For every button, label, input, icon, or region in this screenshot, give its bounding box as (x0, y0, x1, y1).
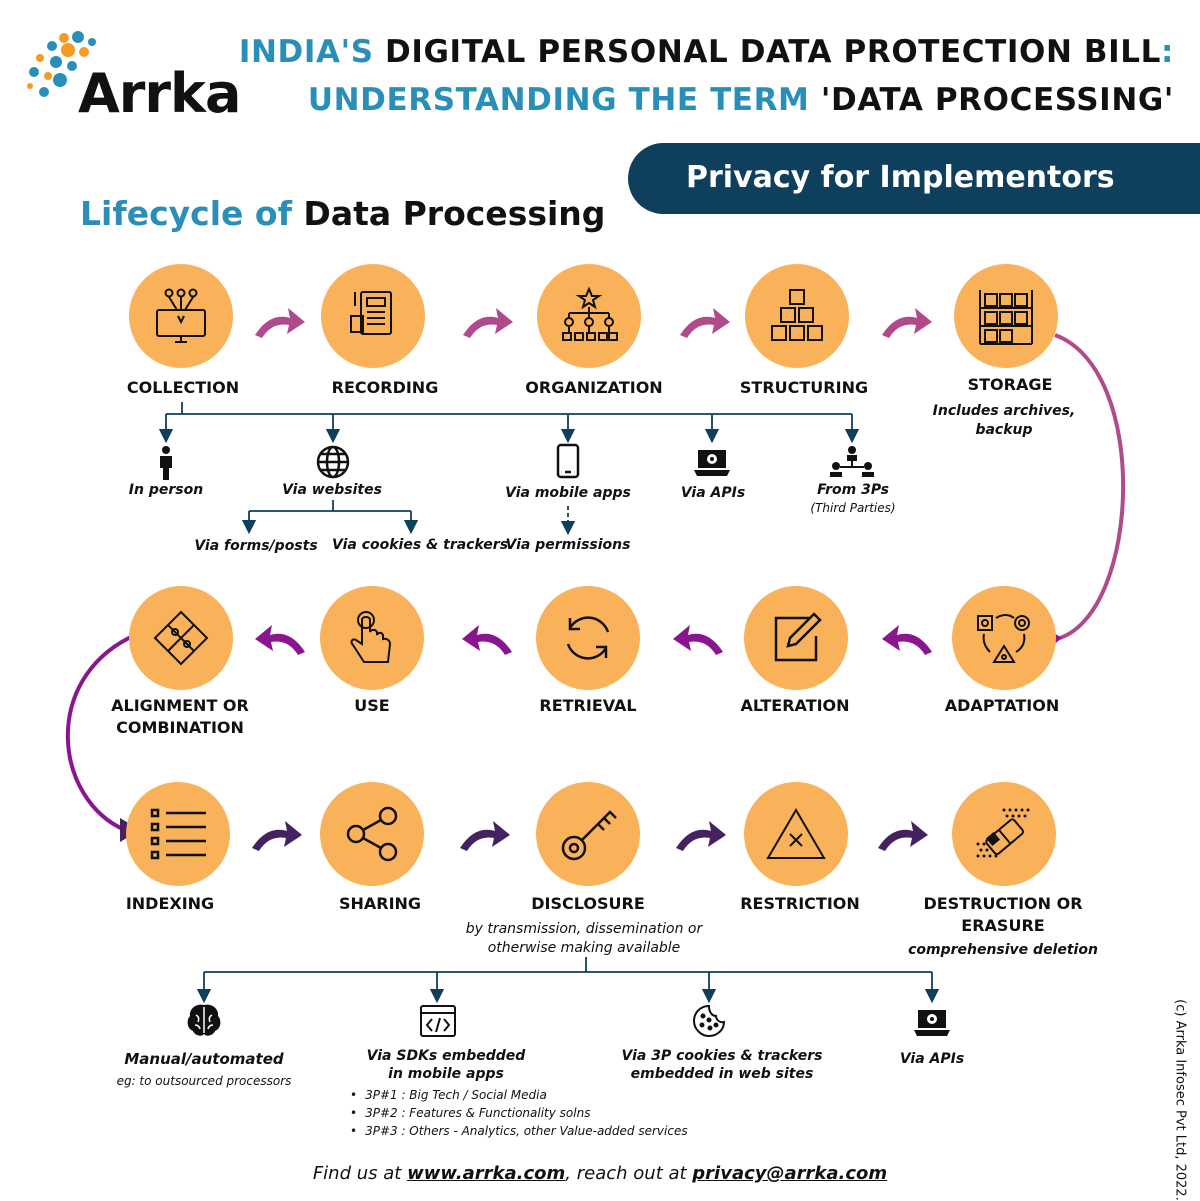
cookie-icon (692, 1004, 726, 1038)
sdk-list-item: 3P#2 : Features & Functionality solns (350, 1104, 688, 1122)
key-icon (561, 810, 617, 861)
label-adaptation: ADAPTATION (944, 696, 1060, 715)
email-link[interactable]: privacy@arrka.com (692, 1163, 888, 1184)
label-disclosure: DISCLOSURE (531, 894, 645, 913)
stage-destruction (952, 782, 1056, 886)
label-alteration: ALTERATION (740, 696, 850, 715)
footer: Find us at www.arrka.com, reach out at p… (312, 1163, 888, 1184)
sdk-list: 3P#1 : Big Tech / Social Media 3P#2 : Fe… (350, 1086, 688, 1140)
disclosure-apis: Via APIs (899, 1051, 965, 1067)
stage-adaptation (952, 586, 1056, 690)
puzzle-icon (153, 610, 209, 666)
stacked-boxes-icon (771, 289, 823, 341)
list-icon (150, 808, 206, 860)
stage-organization (537, 264, 641, 368)
page-title-line1: INDIA'S DIGITAL PERSONAL DATA PROTECTION… (238, 34, 1174, 70)
stage-alignment (129, 586, 233, 690)
mobile-phone-icon (556, 443, 580, 479)
third-party-people-icon (830, 446, 874, 477)
label-storage: STORAGE (967, 375, 1053, 394)
logo-text: Arrka (78, 62, 241, 125)
stage-restriction (744, 782, 848, 886)
share-icon (346, 806, 398, 862)
stage-alteration (744, 586, 848, 690)
label-restriction: RESTRICTION (740, 894, 860, 913)
stage-use (320, 586, 424, 690)
label-alignment: ALIGNMENT OR COMBINATION (111, 696, 249, 737)
row2-arrows (255, 625, 932, 655)
stage-storage (954, 264, 1058, 368)
method-cookies: Via cookies & trackers (332, 537, 509, 553)
stage-retrieval (536, 586, 640, 690)
method-mobile: Via mobile apps (505, 485, 631, 501)
method-apis: Via APIs (680, 485, 746, 501)
label-use: USE (354, 696, 390, 715)
document-clip-icon (350, 291, 392, 335)
page-title-line2: UNDERSTANDING THE TERM 'DATA PROCESSING' (307, 82, 1174, 118)
eraser-icon (976, 808, 1030, 858)
shapes-cycle-icon (977, 614, 1030, 663)
stage-structuring (745, 264, 849, 368)
label-structuring: STRUCTURING (739, 378, 869, 397)
stage-disclosure (536, 782, 640, 886)
stage-collection (129, 264, 233, 368)
label-sharing: SHARING (338, 894, 422, 913)
row3-arrows (252, 821, 928, 851)
note-disclosure: by transmission, dissemination or otherw… (465, 921, 703, 956)
label-indexing: INDEXING (125, 894, 215, 913)
stage-recording (321, 264, 425, 368)
method-forms: Via forms/posts (194, 538, 318, 554)
note-storage: Includes archives, backup (932, 403, 1076, 438)
disclosure-manual: Manual/automated (124, 1050, 284, 1068)
note-destruction: comprehensive deletion (908, 942, 1098, 958)
logo-dots-icon (27, 31, 96, 97)
brain-icon (187, 1004, 221, 1036)
method-third-parties-note: (Third Parties) (810, 501, 896, 515)
label-recording: RECORDING (331, 378, 439, 397)
restricted-triangle-icon (766, 808, 826, 859)
banner-text: Privacy for Implementors (686, 160, 1115, 195)
label-organization: ORGANIZATION (525, 378, 663, 397)
method-websites: Via websites (282, 482, 382, 498)
disclosure-sdks: Via SDKs embedded in mobile apps (366, 1048, 526, 1082)
edit-pencil-icon (774, 612, 822, 662)
method-in-person: In person (128, 482, 204, 498)
stage-sharing (320, 782, 424, 886)
copyright: (c) Arrka Infosec Pvt Ltd, 2022. (1172, 999, 1188, 1201)
method-permissions: Via permissions (505, 537, 631, 553)
code-window-icon (420, 1005, 456, 1037)
api-laptop-icon (694, 450, 730, 476)
label-collection: COLLECTION (126, 378, 240, 397)
monitor-input-icon (156, 288, 206, 343)
globe-icon (316, 445, 350, 479)
api-laptop-icon-2 (914, 1010, 950, 1036)
tap-hand-icon (350, 611, 392, 663)
method-third-parties: From 3Ps (817, 482, 889, 498)
person-icon (160, 446, 172, 480)
refresh-cycle-icon (566, 616, 610, 660)
sdk-list-item: 3P#3 : Others - Analytics, other Value-a… (350, 1122, 688, 1140)
stage-indexing (126, 782, 230, 886)
warehouse-shelf-icon (979, 290, 1033, 345)
sdk-list-item: 3P#1 : Big Tech / Social Media (350, 1086, 688, 1104)
banner: Privacy for Implementors (628, 143, 1200, 214)
label-retrieval: RETRIEVAL (539, 696, 637, 715)
section-title: Lifecycle of Data Processing (80, 194, 606, 233)
disclosure-cookies: Via 3P cookies & trackers embedded in we… (621, 1048, 823, 1082)
disclosure-manual-note: eg: to outsourced processors (116, 1074, 292, 1088)
label-destruction: DESTRUCTION OR ERASURE (923, 894, 1083, 935)
website-link[interactable]: www.arrka.com (407, 1163, 566, 1184)
org-chart-star-icon (562, 286, 618, 341)
row1-arrows (255, 308, 932, 338)
